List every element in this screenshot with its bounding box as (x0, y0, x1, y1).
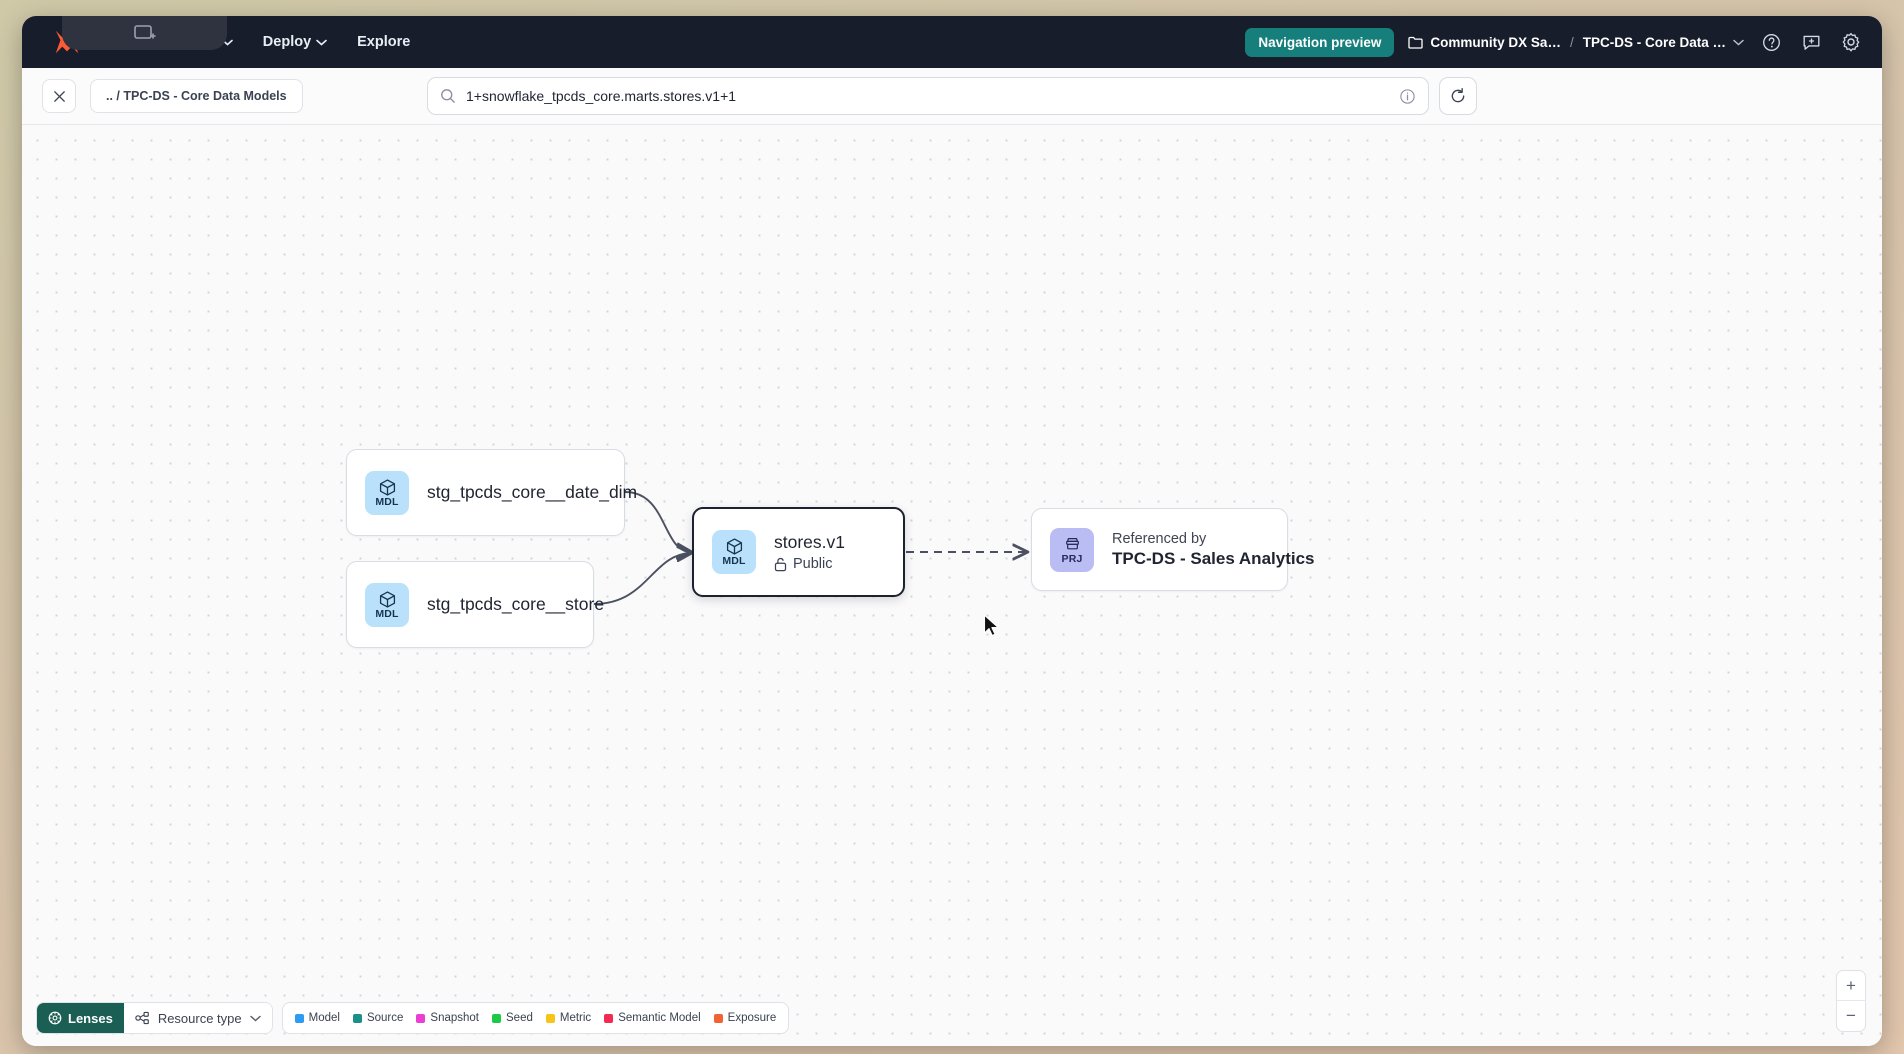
search-area (427, 77, 1477, 115)
legend-swatch (294, 1013, 304, 1023)
model-cube-icon (379, 590, 395, 608)
resource-badge-project: PRJ (1050, 527, 1094, 572)
node-title: TPC-DS - Sales Analytics (1112, 548, 1315, 568)
lens-icon (48, 1011, 62, 1025)
edge-store-to-stores (593, 553, 690, 605)
legend-swatch (604, 1013, 614, 1023)
breadcrumb-project[interactable]: TPC-DS - Core Data … (1582, 34, 1726, 50)
legend-swatch (416, 1013, 426, 1023)
node-stg-tpcds-core-store[interactable]: MDL stg_tpcds_core__store (346, 561, 604, 648)
lenses-group: Lenses Resource type (36, 1002, 273, 1034)
chevron-down-icon (316, 39, 327, 46)
resource-type-label: Resource type (157, 1010, 242, 1026)
resource-badge-model: MDL (365, 470, 409, 515)
legend-label: Model (308, 1012, 340, 1024)
help-icon[interactable] (1758, 29, 1784, 55)
legend-item-metric[interactable]: Metric (545, 1012, 592, 1024)
nodes-icon (135, 1011, 149, 1025)
window-tab-handle[interactable] (62, 16, 227, 50)
legend-item-semantic-model[interactable]: Semantic Model (604, 1012, 701, 1024)
zoom-out-button[interactable]: − (1846, 1006, 1856, 1025)
legend-swatch (545, 1013, 555, 1023)
node-body: stores.v1 Public (774, 532, 845, 572)
top-nav-right: Navigation preview Community DX Sa… / TP… (1245, 27, 1864, 57)
legend-label: Snapshot (430, 1012, 480, 1024)
legend-item-exposure[interactable]: Exposure (713, 1012, 777, 1024)
node-title: stg_tpcds_core__date_dim (427, 482, 638, 502)
breadcrumb: Community DX Sa… / TPC-DS - Core Data … (1408, 35, 1744, 50)
legend-label: Semantic Model (618, 1012, 701, 1024)
legend-item-seed[interactable]: Seed (492, 1012, 533, 1024)
node-body: Referenced by TPC-DS - Sales Analytics (1112, 531, 1315, 569)
lineage-edges (593, 491, 1882, 605)
resource-legend: Model Source Snapshot Seed (281, 1002, 790, 1034)
app-window: dbt Develop Deploy Explore Navigation pr… (22, 16, 1882, 1046)
canvas-bottom-bar: Lenses Resource type (36, 1002, 790, 1034)
node-referenced-by-project[interactable]: PRJ Referenced by TPC-DS - Sales Analyti… (1031, 508, 1315, 591)
settings-icon[interactable] (1838, 29, 1864, 55)
nav-item-explore[interactable]: Explore (357, 34, 410, 50)
legend-label: Source (366, 1012, 404, 1024)
close-button[interactable] (42, 79, 76, 113)
resource-badge-model: MDL (365, 582, 409, 627)
badge-label: MDL (375, 495, 399, 508)
breadcrumb-account[interactable]: Community DX Sa… (1430, 34, 1561, 50)
legend-swatch (713, 1013, 723, 1023)
legend-item-source[interactable]: Source (352, 1012, 404, 1024)
lineage-canvas[interactable]: MDL stg_tpcds_core__date_dim MDL stg_tpc… (22, 125, 1882, 1046)
legend-swatch (352, 1013, 362, 1023)
lenses-label: Lenses (68, 1010, 113, 1026)
chevron-down-icon (249, 1015, 261, 1022)
model-cube-icon (726, 538, 742, 555)
search-icon (441, 89, 455, 103)
window-icon (133, 25, 156, 39)
node-title: stg_tpcds_core__store (427, 594, 605, 614)
badge-label: MDL (722, 555, 746, 567)
zoom-in-button[interactable]: + (1837, 971, 1865, 1001)
node-access: Public (774, 556, 845, 572)
legend-label: Exposure (727, 1012, 777, 1024)
nav-item-explore-label: Explore (357, 34, 411, 50)
node-kicker: Referenced by (1112, 530, 1207, 547)
badge-label: MDL (375, 607, 399, 620)
unlock-icon (774, 557, 787, 571)
top-navigation-bar: dbt Develop Deploy Explore Navigation pr… (22, 16, 1882, 68)
resource-badge-model: MDL (712, 530, 756, 574)
breadcrumb-separator: / (1569, 34, 1574, 50)
refresh-button[interactable] (1439, 77, 1477, 115)
node-title: stores.v1 (774, 532, 845, 552)
project-stack-icon (1065, 537, 1079, 549)
folder-icon (1408, 36, 1424, 49)
search-input[interactable] (466, 88, 1389, 104)
resource-type-filter[interactable]: Resource type (123, 1003, 272, 1033)
lineage-toolbar: .. / TPC-DS - Core Data Models (22, 68, 1882, 125)
close-icon (53, 90, 65, 102)
refresh-icon (1451, 87, 1465, 103)
nav-item-deploy[interactable]: Deploy (263, 34, 327, 50)
node-body: stg_tpcds_core__date_dim (427, 482, 637, 503)
node-stg-tpcds-core-date-dim[interactable]: MDL stg_tpcds_core__date_dim (346, 449, 637, 536)
node-stores-v1[interactable]: MDL stores.v1 Public (692, 507, 905, 597)
navigation-preview-button[interactable]: Navigation preview (1245, 27, 1395, 57)
legend-item-model[interactable]: Model (294, 1012, 340, 1024)
nav-item-deploy-label: Deploy (262, 34, 312, 50)
legend-label: Seed (506, 1012, 533, 1024)
info-icon[interactable] (1399, 88, 1416, 105)
legend-item-snapshot[interactable]: Snapshot (416, 1012, 479, 1024)
breadcrumb-chip[interactable]: .. / TPC-DS - Core Data Models (90, 79, 303, 113)
node-access-label: Public (793, 556, 833, 572)
search-box[interactable] (427, 77, 1429, 115)
legend-label: Metric (559, 1012, 592, 1024)
chevron-down-icon[interactable] (1733, 39, 1744, 46)
lenses-button[interactable]: Lenses (37, 1003, 124, 1033)
zoom-controls: + − (1836, 970, 1866, 1032)
legend-swatch (492, 1013, 502, 1023)
node-body: stg_tpcds_core__store (427, 594, 604, 615)
badge-label: PRJ (1061, 552, 1083, 565)
feedback-icon[interactable] (1798, 29, 1824, 55)
model-cube-icon (379, 478, 395, 496)
